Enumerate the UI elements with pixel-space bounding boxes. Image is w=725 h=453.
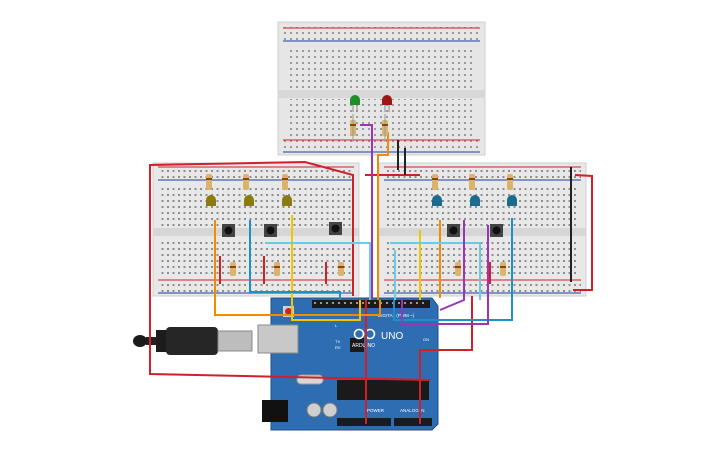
pushbutton — [264, 224, 277, 237]
resistor — [432, 174, 438, 190]
led-teal — [470, 195, 480, 206]
l-label: L — [335, 323, 338, 328]
wires — [149, 124, 593, 424]
barrel-jack-icon — [262, 400, 288, 422]
power-header — [337, 418, 391, 426]
resistor — [230, 262, 236, 276]
pushbutton — [447, 224, 460, 237]
model-label: UNO — [381, 331, 403, 342]
top-breadboard — [277, 21, 486, 156]
resistor — [243, 174, 249, 190]
on-label: ON — [423, 337, 429, 342]
analog-header — [394, 418, 432, 426]
wire-purple — [360, 124, 373, 300]
wire-cyan — [265, 242, 371, 300]
left-breadboard — [152, 162, 360, 297]
brand-label: ARDUINO — [352, 343, 375, 349]
capacitor — [306, 402, 322, 418]
led-teal — [507, 195, 517, 206]
resistor — [350, 114, 356, 142]
resistor — [274, 262, 280, 276]
led-olive — [244, 195, 254, 206]
wire-blue — [249, 220, 341, 300]
rx-label: RX — [335, 345, 341, 350]
wire-purple — [439, 220, 465, 311]
power-label: POWER — [367, 408, 385, 413]
led-olive — [282, 195, 292, 206]
components — [206, 95, 517, 276]
pushbutton — [222, 224, 235, 237]
resistor — [500, 262, 506, 276]
resistor — [455, 262, 461, 276]
led-teal — [432, 195, 442, 206]
usb-port — [257, 324, 299, 354]
digital-label: DIGITAL (PWM ~) — [378, 313, 415, 318]
pushbutton — [329, 222, 342, 235]
wire-purple — [401, 225, 489, 325]
wire-orange — [214, 220, 381, 316]
arduino-board: ARDUINO UNO DIGITAL (PWM ~) POWER ANALOG… — [257, 297, 439, 431]
wire-blue — [393, 218, 513, 321]
resistor — [382, 114, 388, 142]
wire-yellow — [291, 215, 361, 321]
resistor — [469, 174, 475, 190]
led-red — [382, 95, 392, 112]
usb-cable-icon — [133, 327, 253, 355]
resistor — [338, 262, 344, 276]
tx-label: TX — [335, 339, 340, 344]
wire-orange — [377, 132, 389, 300]
wire-red — [149, 160, 431, 381]
led-olive — [206, 195, 216, 206]
resistor — [206, 174, 212, 190]
right-breadboard — [378, 162, 587, 297]
wire-cyan — [390, 242, 481, 300]
resistor — [507, 174, 513, 190]
microcontroller-chip — [337, 380, 429, 400]
wire-red — [573, 174, 593, 291]
pushbutton — [490, 224, 503, 237]
capacitor — [322, 402, 338, 418]
led-green — [350, 95, 360, 112]
analog-label: ANALOG IN — [400, 408, 425, 413]
resistor — [282, 174, 288, 190]
